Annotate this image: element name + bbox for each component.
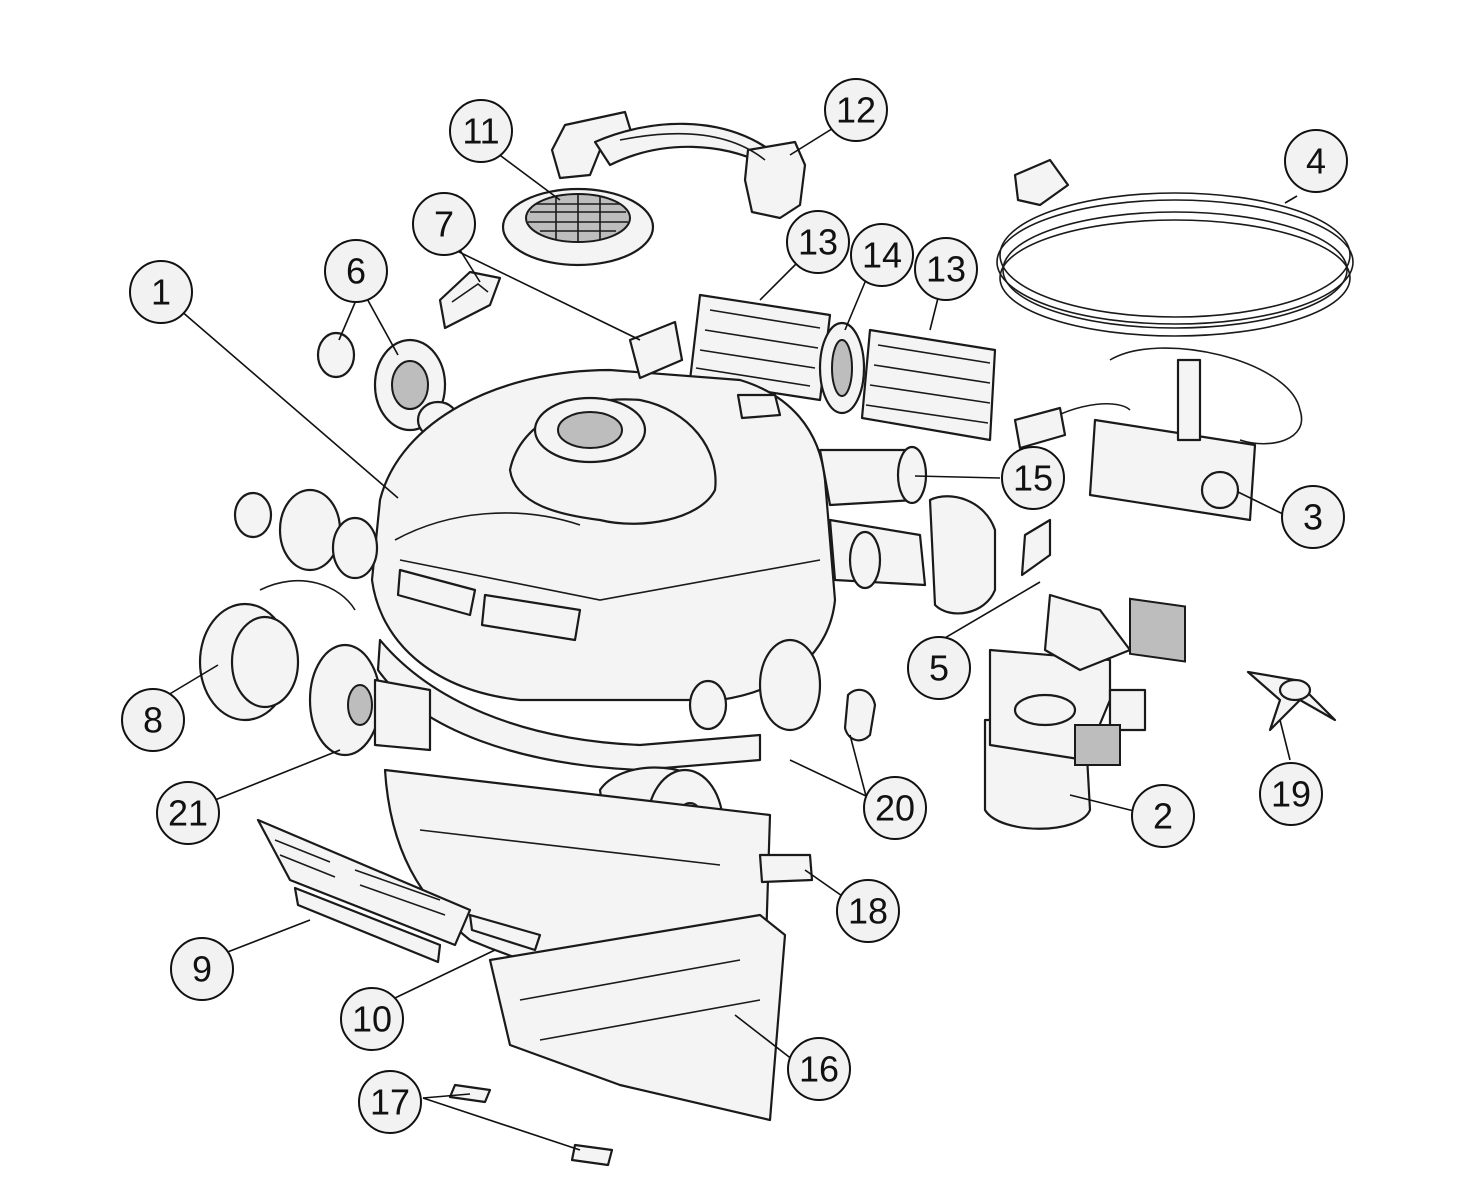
callout-c2: 2 — [1131, 784, 1195, 848]
callout-label-16: 16 — [799, 1049, 839, 1090]
front-wheel-part — [308, 643, 432, 757]
callout-c7: 7 — [412, 192, 476, 256]
power-supply-part — [1013, 347, 1303, 663]
callout-label-3: 3 — [1303, 497, 1323, 538]
callout-label-12: 12 — [836, 90, 876, 131]
callout-label-21: 21 — [168, 793, 208, 834]
callout-label-8: 8 — [143, 700, 163, 741]
callout-label-13a: 13 — [798, 222, 838, 263]
callout-label-14: 14 — [862, 235, 902, 276]
callout-label-17: 17 — [370, 1082, 410, 1123]
callout-c1: 1 — [129, 260, 193, 324]
callout-c20: 20 — [863, 776, 927, 840]
callout-c15: 15 — [1001, 446, 1065, 510]
callout-c13b: 13 — [914, 237, 978, 301]
clip-parts — [448, 1083, 614, 1167]
tube-part — [818, 445, 928, 507]
impeller-part — [1246, 670, 1337, 732]
small-cap-part — [438, 270, 502, 330]
callout-label-19: 19 — [1271, 774, 1311, 815]
motor-assembly-part — [828, 495, 1052, 615]
cable-coil-part — [996, 158, 1354, 337]
leader-lines — [167, 126, 1298, 1151]
callout-label-11: 11 — [462, 111, 499, 152]
callout-c17: 17 — [358, 1070, 422, 1134]
callout-label-18: 18 — [848, 891, 888, 932]
pump-motor-part — [983, 593, 1147, 830]
callout-c18: 18 — [836, 879, 900, 943]
callout-c10: 10 — [340, 987, 404, 1051]
handle-part — [550, 110, 807, 220]
filter-disc-part — [501, 187, 655, 267]
left-track-wheel-part — [198, 580, 356, 722]
callout-c14: 14 — [850, 223, 914, 287]
callout-c13a: 13 — [786, 210, 850, 274]
front-grill-part — [256, 818, 472, 964]
callout-c9: 9 — [170, 937, 234, 1001]
callout-c11: 11 — [449, 99, 513, 163]
callout-label-10: 10 — [352, 999, 392, 1040]
lower-chassis-part — [383, 768, 814, 1122]
callout-c21: 21 — [156, 781, 220, 845]
callout-label-15: 15 — [1013, 458, 1053, 499]
callout-label-7: 7 — [434, 204, 454, 245]
callout-label-1: 1 — [151, 272, 171, 313]
callout-c6: 6 — [324, 239, 388, 303]
main-body-part — [370, 320, 837, 772]
callout-label-20: 20 — [875, 788, 915, 829]
callout-label-13b: 13 — [926, 249, 966, 290]
callout-label-6: 6 — [346, 251, 366, 292]
callout-c5: 5 — [907, 636, 971, 700]
side-hub-lower-part — [233, 488, 379, 580]
callout-c8: 8 — [121, 688, 185, 752]
callout-c19: 19 — [1259, 762, 1323, 826]
brush-rollers-part — [688, 293, 997, 442]
callout-c16: 16 — [787, 1037, 851, 1101]
callout-label-4: 4 — [1306, 141, 1326, 182]
callout-c12: 12 — [824, 78, 888, 142]
callout-label-5: 5 — [929, 648, 949, 689]
callout-c4: 4 — [1284, 129, 1348, 193]
callout-c3: 3 — [1281, 485, 1345, 549]
callout-label-2: 2 — [1153, 796, 1173, 837]
bottom-plate-part — [468, 913, 542, 952]
callout-label-9: 9 — [192, 949, 212, 990]
